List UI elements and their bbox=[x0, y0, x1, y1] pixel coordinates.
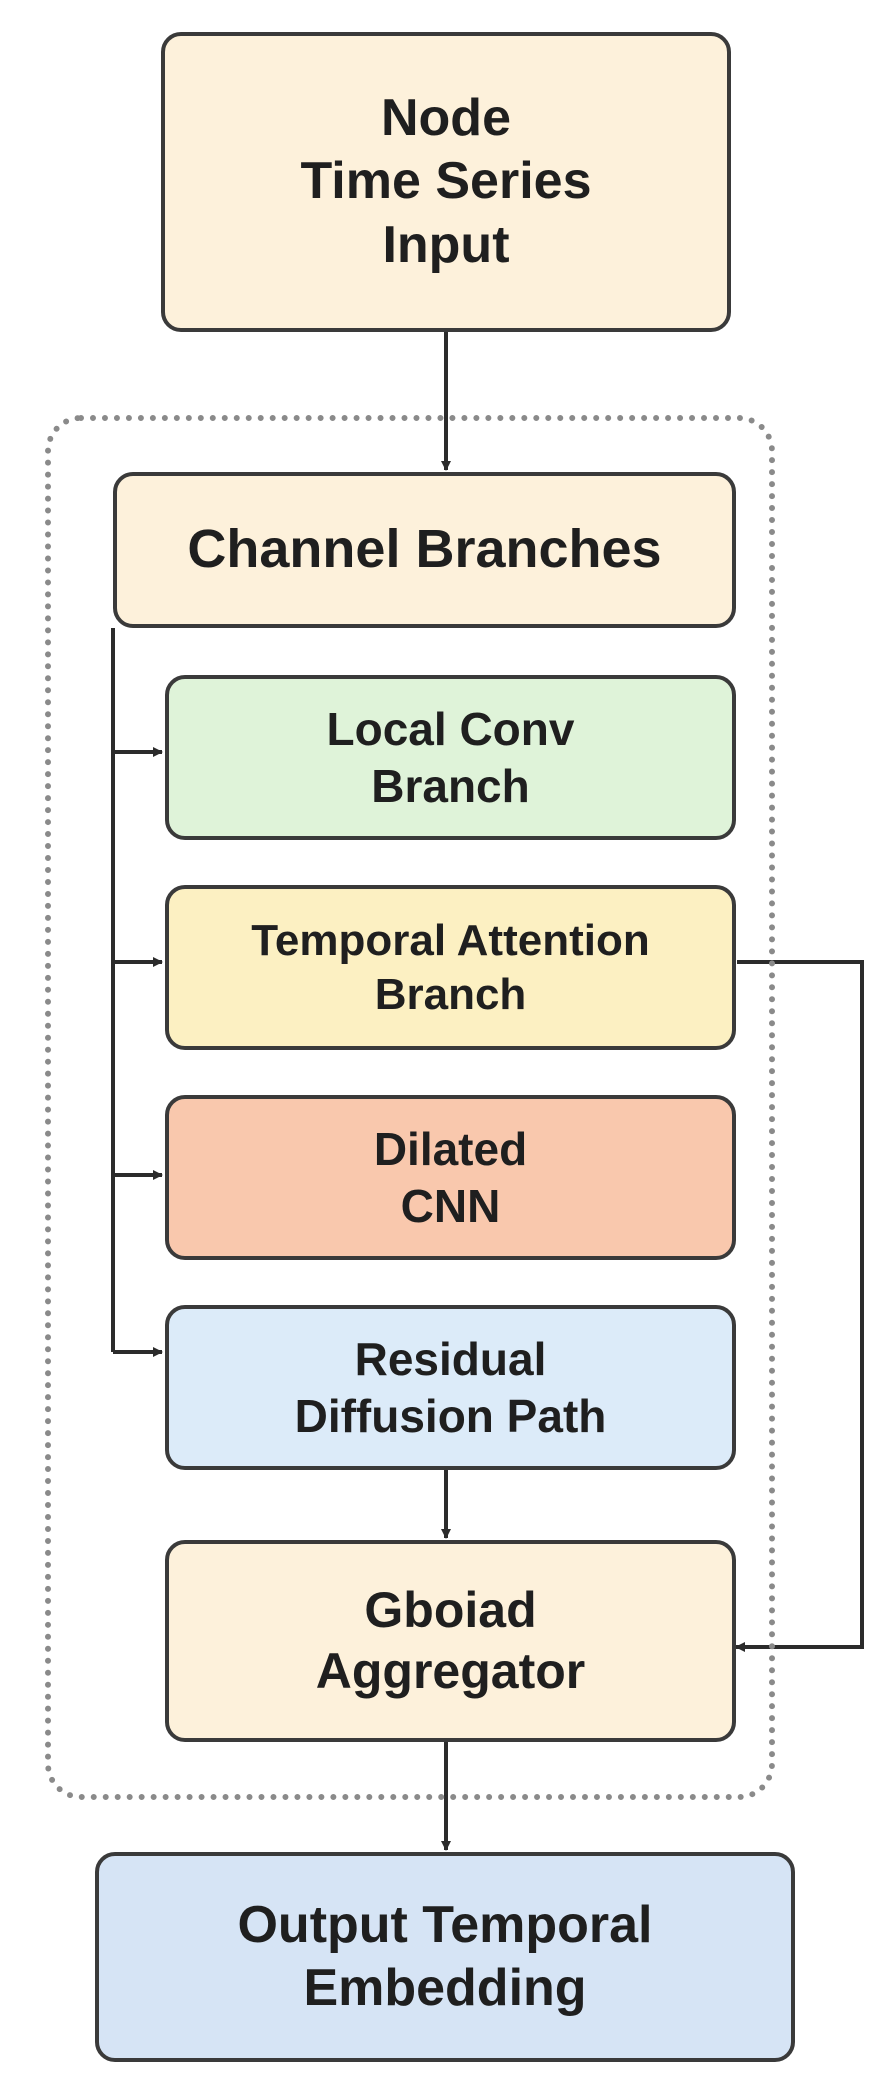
node-time-series-input-box: Node Time Series Input bbox=[161, 32, 731, 332]
output-temporal-embedding-box: Output Temporal Embedding bbox=[95, 1852, 795, 2062]
dilated-cnn-box: Dilated CNN bbox=[165, 1095, 736, 1260]
temporal-attention-branch-label: Temporal Attention Branch bbox=[251, 915, 650, 1019]
dilated-cnn-label: Dilated CNN bbox=[373, 1123, 528, 1232]
node-time-series-input-label: Node Time Series Input bbox=[300, 88, 592, 274]
output-temporal-embedding-label: Output Temporal Embedding bbox=[237, 1895, 653, 2017]
arrow-attention-skip-to-aggregator bbox=[735, 960, 864, 1652]
channel-branches-label: Channel Branches bbox=[187, 519, 662, 580]
local-conv-branch-box: Local Conv Branch bbox=[165, 675, 736, 840]
channel-module-frame bbox=[45, 415, 775, 1800]
aggregator-box: Gboiad Aggregator bbox=[165, 1540, 736, 1742]
local-conv-branch-label: Local Conv Branch bbox=[326, 703, 575, 812]
channel-branches-box: Channel Branches bbox=[113, 472, 736, 628]
temporal-attention-branch-box: Temporal Attention Branch bbox=[165, 885, 736, 1050]
residual-diffusion-path-label: Residual Diffusion Path bbox=[294, 1333, 607, 1442]
aggregator-label: Gboiad Aggregator bbox=[315, 1582, 586, 1699]
residual-diffusion-path-box: Residual Diffusion Path bbox=[165, 1305, 736, 1470]
